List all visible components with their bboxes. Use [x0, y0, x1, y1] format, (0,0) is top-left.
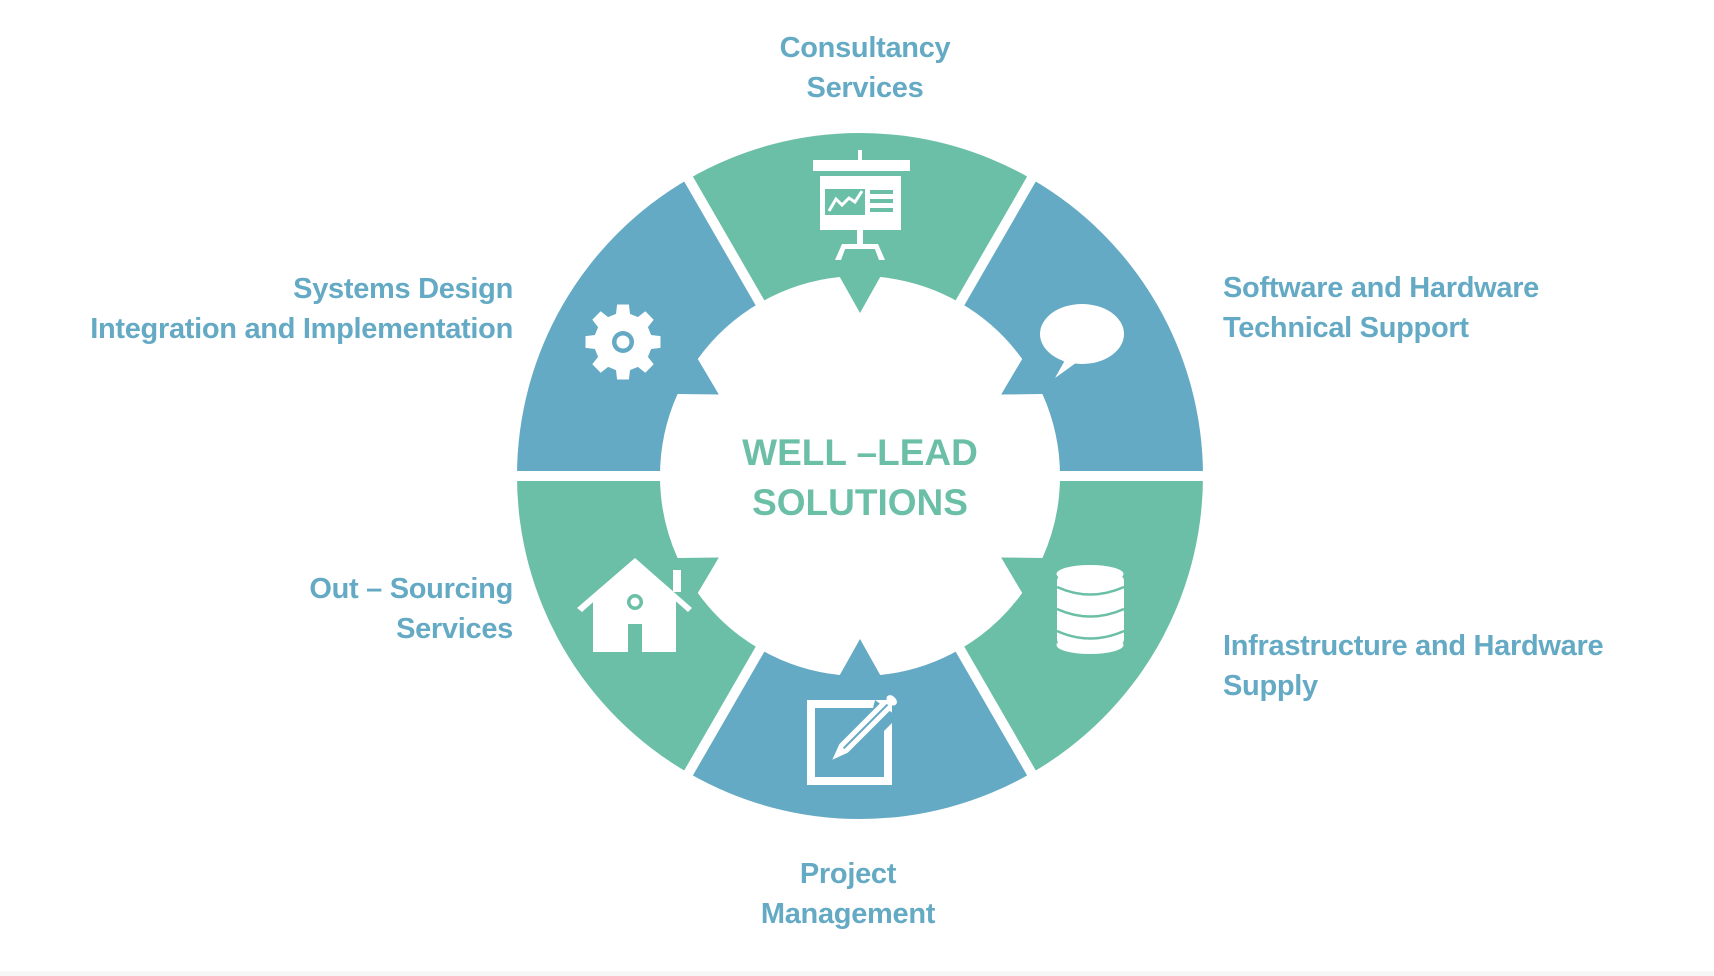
presentation-board-icon [813, 150, 910, 260]
label-line: Software and Hardware [1223, 272, 1540, 304]
segment-divider [953, 171, 1039, 310]
center-title-line2: SOLUTIONS [752, 482, 968, 523]
label-line: Services [806, 72, 924, 104]
house-icon [577, 558, 692, 652]
label-line: Integration and Implementation [90, 313, 513, 345]
label-systems-design: Systems Design Integration and Implement… [90, 269, 513, 349]
label-line: Services [396, 613, 513, 645]
pencil-edit-icon [807, 695, 898, 785]
label-consultancy: Consultancy Services [700, 28, 1030, 108]
database-icon [1056, 565, 1125, 654]
label-line: Infrastructure and Hardware [1223, 630, 1604, 662]
speech-bubble-icon [1040, 304, 1124, 378]
label-line: Systems Design [293, 273, 513, 305]
segment-divider [953, 642, 1039, 781]
segment-divider [681, 171, 767, 310]
segment-divider [681, 642, 767, 781]
bottom-strip [0, 971, 1714, 976]
center-title-line1: WELL –LEAD [742, 432, 978, 473]
label-software-support: Software and Hardware Technical Support [1223, 268, 1539, 348]
label-line: Consultancy [779, 32, 951, 64]
label-line: Technical Support [1223, 312, 1469, 344]
label-infrastructure: Infrastructure and Hardware Supply [1223, 626, 1604, 706]
gear-icon [585, 304, 661, 380]
label-line: Project [799, 858, 897, 890]
center-title: WELL –LEAD SOLUTIONS [700, 428, 1020, 528]
label-line: Supply [1223, 670, 1318, 702]
label-out-sourcing: Out – Sourcing Services [309, 569, 513, 649]
label-project-management: Project Management [683, 854, 1013, 934]
label-line: Management [760, 898, 936, 930]
label-line: Out – Sourcing [309, 573, 513, 605]
segment-out-sourcing [517, 476, 760, 774]
